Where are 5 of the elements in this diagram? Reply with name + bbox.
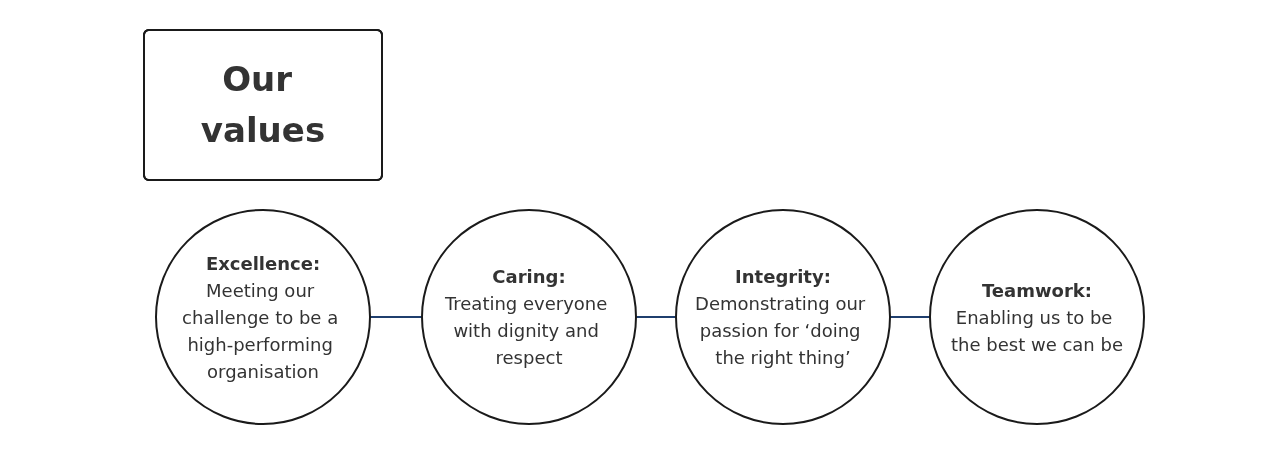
node-circle: Excellence: Meeting our challenge to be a high-performing organisation xyxy=(154,209,371,425)
node-text: Our values xyxy=(200,59,325,150)
node-circle: Integrity: Demonstrating our passion for ‘doing the right thing’ xyxy=(674,209,891,425)
node-circle: Teamwork: Enabling us to be the best we can be xyxy=(928,209,1145,425)
node-circle: Caring: Treating everyone with dignity and respect xyxy=(420,209,637,425)
